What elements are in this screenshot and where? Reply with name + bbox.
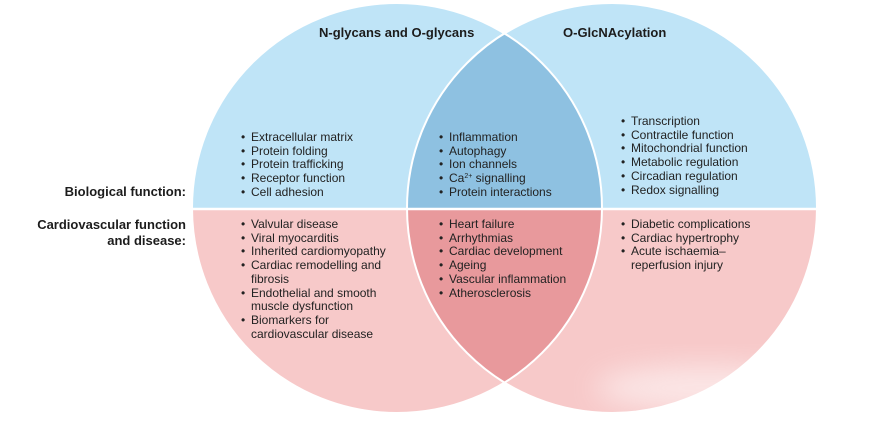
calcium-signalling-text: signalling (472, 171, 526, 186)
list-item: Receptor function (241, 171, 401, 186)
list-item: Ageing (439, 258, 599, 273)
cardio-center-list: Heart failure Arrhythmias Cardiac develo… (439, 217, 599, 301)
biological-right-list: Transcription Contractile function Mitoc… (621, 114, 801, 198)
list-item: Inherited cardiomyopathy (241, 245, 401, 259)
list-item: Transcription (621, 114, 801, 129)
biological-function-label: Biological function: (65, 184, 186, 200)
overlap-top (407, 3, 602, 209)
cardiovascular-label-line2: and disease: (107, 233, 186, 248)
cardiovascular-label-line1: Cardiovascular function (37, 217, 186, 232)
list-item: Endothelial and smooth muscle dysfunctio… (241, 286, 401, 314)
biological-left-list: Extracellular matrix Protein folding Pro… (241, 130, 401, 200)
list-item: Cardiac hypertrophy (621, 231, 771, 246)
list-item: Atherosclerosis (439, 286, 599, 301)
cardio-right-list: Diabetic complications Cardiac hypertrop… (621, 217, 771, 273)
calcium-text: Ca (449, 171, 465, 186)
image-smudge (595, 366, 815, 410)
list-item: Cell adhesion (241, 185, 401, 200)
list-item: Valvular disease (241, 217, 401, 232)
list-item: Autophagy (439, 144, 599, 159)
list-item-calcium: Ca2+ signalling (439, 171, 599, 186)
calcium-superscript: 2+ (464, 173, 473, 181)
cardio-left-list: Valvular disease Viral myocarditis Inher… (241, 217, 401, 341)
list-item: Metabolic regulation (621, 155, 801, 170)
list-item: Acute ischaemia–reperfusion injury (621, 244, 771, 272)
cardiovascular-label: Cardiovascular function and disease: (37, 217, 186, 249)
overlap-bottom (407, 209, 602, 413)
list-item: Redox signalling (621, 183, 801, 198)
list-item: Cardiac development (439, 245, 599, 259)
list-item: Ion channels (439, 158, 599, 172)
list-item: Inflammation (439, 130, 599, 145)
list-item: Contractile function (621, 128, 801, 143)
list-item: Protein trafficking (241, 158, 401, 172)
biological-center-list: Inflammation Autophagy Ion channels Ca2+… (439, 130, 599, 200)
list-item: Circadian regulation (621, 169, 801, 184)
list-item: Mitochondrial function (621, 142, 801, 156)
right-circle-title: O-GlcNAcylation (563, 25, 667, 40)
list-item: Biomarkers for cardiovascular disease (241, 313, 401, 341)
list-item: Viral myocarditis (241, 231, 401, 246)
list-item: Protein interactions (439, 185, 599, 200)
list-item: Heart failure (439, 217, 599, 232)
list-item: Extracellular matrix (241, 130, 401, 145)
biological-function-label-text: Biological function: (64, 184, 186, 199)
list-item: Vascular inflammation (439, 272, 599, 287)
list-item: Arrhythmias (439, 231, 599, 246)
list-item: Protein folding (241, 144, 401, 159)
left-circle-title: N-glycans and O-glycans (319, 25, 475, 40)
list-item: Cardiac remodelling and fibrosis (241, 258, 401, 286)
list-item: Diabetic complications (621, 217, 771, 232)
